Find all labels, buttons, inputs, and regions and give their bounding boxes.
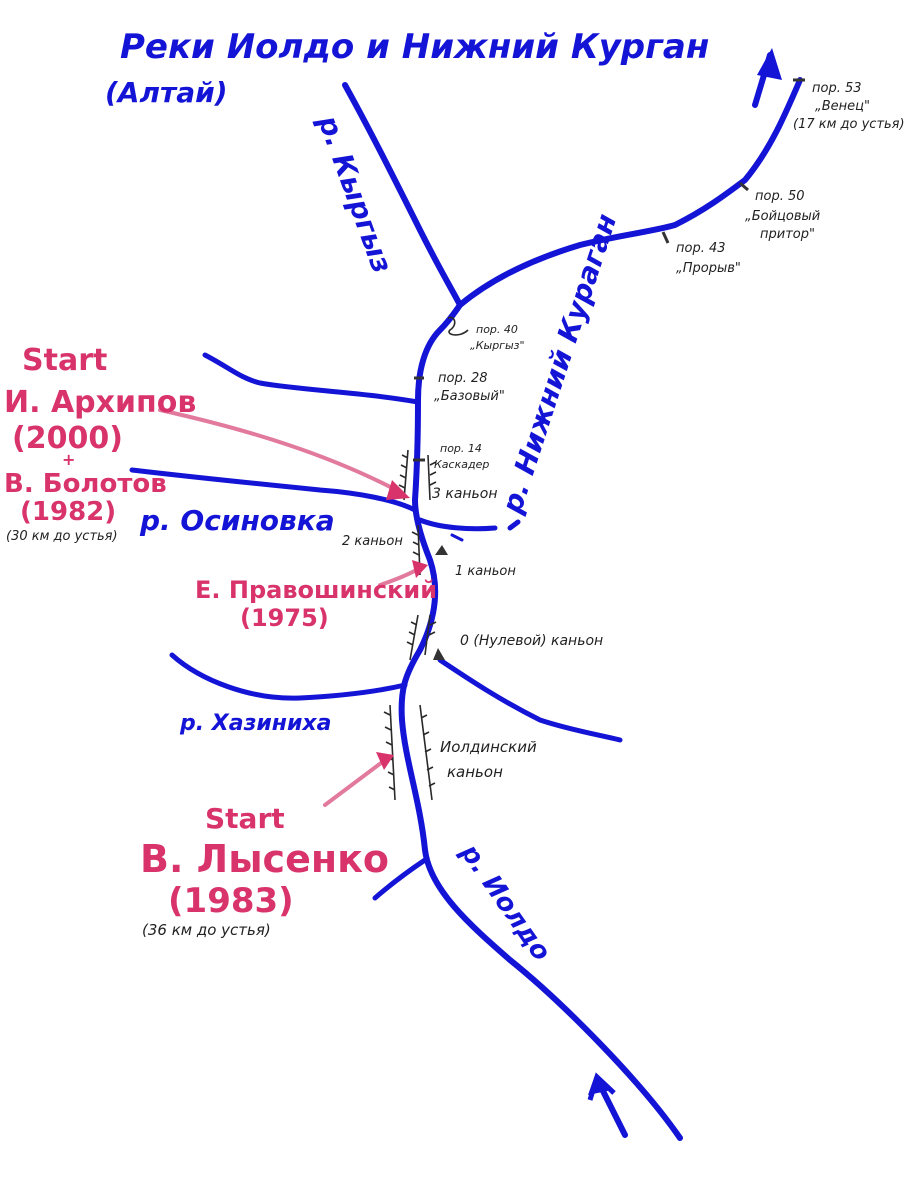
river-tick bbox=[450, 533, 464, 542]
river-kuragan-branch bbox=[417, 517, 498, 532]
river-kuragan-dash bbox=[507, 519, 521, 531]
rapid-marker-40 bbox=[447, 316, 469, 336]
label-rapid-53-line1: пор. 53 bbox=[812, 81, 862, 96]
rapid-marker-1canyon bbox=[435, 545, 448, 555]
canyon-hatch-2 bbox=[411, 524, 421, 576]
label-rapid-50-line1: пор. 50 bbox=[755, 189, 805, 204]
river-kuragan-main bbox=[457, 77, 803, 308]
label-river-ioldo: р. Иолдо bbox=[454, 838, 557, 967]
label-river-osinovka: р. Осиновка bbox=[139, 504, 335, 537]
label-rapid-43-line2: „Прорыв" bbox=[676, 261, 741, 276]
label-rapid-40-line1: пор. 40 bbox=[476, 323, 518, 336]
start-name-arkhipov: И. Архипов bbox=[4, 385, 196, 420]
canyon-hatch-3 bbox=[398, 449, 437, 501]
start-arrow-arkhipov bbox=[158, 408, 410, 500]
river-tributary-left-top bbox=[202, 352, 421, 405]
start-arrow-lysenko bbox=[323, 752, 394, 807]
label-rapid-14-line2: Каскадер bbox=[434, 458, 489, 471]
label-river-khazinikha: р. Хазиниха bbox=[179, 711, 331, 736]
river-tributary-right bbox=[437, 657, 623, 743]
label-river-kuragan: р. Нижний Кураган bbox=[495, 210, 623, 518]
river-tributary-bottom bbox=[372, 857, 428, 901]
label-rapid-28-line1: пор. 28 bbox=[438, 371, 488, 386]
start-name-bolotov: В. Болотов bbox=[4, 469, 167, 499]
start-label-lysenko: Start bbox=[205, 802, 285, 835]
label-canyon-0: 0 (Нулевой) каньон bbox=[460, 633, 603, 649]
label-rapid-43-line1: пор. 43 bbox=[676, 241, 726, 256]
label-canyon-3: 3 каньон bbox=[432, 486, 498, 502]
rapid-marker-0canyon bbox=[433, 648, 445, 660]
label-rapid-50-line2: „Бойцовый bbox=[745, 209, 820, 224]
label-canyon-2: 2 каньон bbox=[342, 534, 403, 549]
start-year-pravoshinsky: (1975) bbox=[240, 604, 329, 632]
start-note-lysenko: (36 км до устья) bbox=[142, 921, 271, 939]
start-year-lysenko: (1983) bbox=[168, 881, 294, 921]
start-note-arkhipov: (30 км до устья) bbox=[6, 529, 118, 544]
map-title-line1: Реки Иолдо и Нижний Курган bbox=[120, 27, 709, 67]
start-name-lysenko: В. Лысенко bbox=[140, 837, 389, 881]
rapid-marker-43 bbox=[661, 231, 670, 244]
start-name-pravoshinsky: Е. Правошинский bbox=[195, 576, 437, 604]
start-label-arkhipov: Start bbox=[22, 343, 107, 378]
rapid-marker-50 bbox=[739, 181, 749, 192]
arrow-up-icon-top bbox=[752, 48, 782, 108]
label-canyon-ioldinsky-line1: Иолдинский bbox=[440, 738, 537, 756]
river-khazinikha bbox=[169, 652, 408, 701]
label-canyon-ioldinsky-line2: каньон bbox=[447, 763, 503, 781]
label-canyon-1: 1 каньон bbox=[455, 564, 516, 579]
start-arrow-pravoshinsky bbox=[378, 560, 428, 587]
label-rapid-14-line1: пор. 14 bbox=[440, 442, 482, 455]
label-rapid-50-line3: притор" bbox=[760, 227, 815, 242]
arrow-up-icon-bottom bbox=[587, 1072, 628, 1138]
start-year-arkhipov: (2000) bbox=[12, 421, 123, 456]
start-plus: + bbox=[62, 450, 75, 469]
river-ioldo-lower bbox=[398, 497, 683, 1141]
label-rapid-53-line3: (17 км до устья) bbox=[793, 117, 905, 132]
river-osinovka bbox=[129, 467, 418, 513]
river-kyrgyz bbox=[342, 82, 463, 308]
label-rapid-40-line2: „Кыргыз" bbox=[470, 339, 525, 352]
start-year-bolotov: (1982) bbox=[20, 497, 116, 527]
label-river-kyrgyz: р. Кыргыз bbox=[311, 110, 399, 277]
label-rapid-53-line2: „Венец" bbox=[815, 99, 870, 114]
map-title-line2: (Алтай) bbox=[105, 76, 228, 109]
label-rapid-28-line2: „Базовый" bbox=[434, 389, 505, 404]
canyon-hatch-0 bbox=[406, 614, 437, 661]
